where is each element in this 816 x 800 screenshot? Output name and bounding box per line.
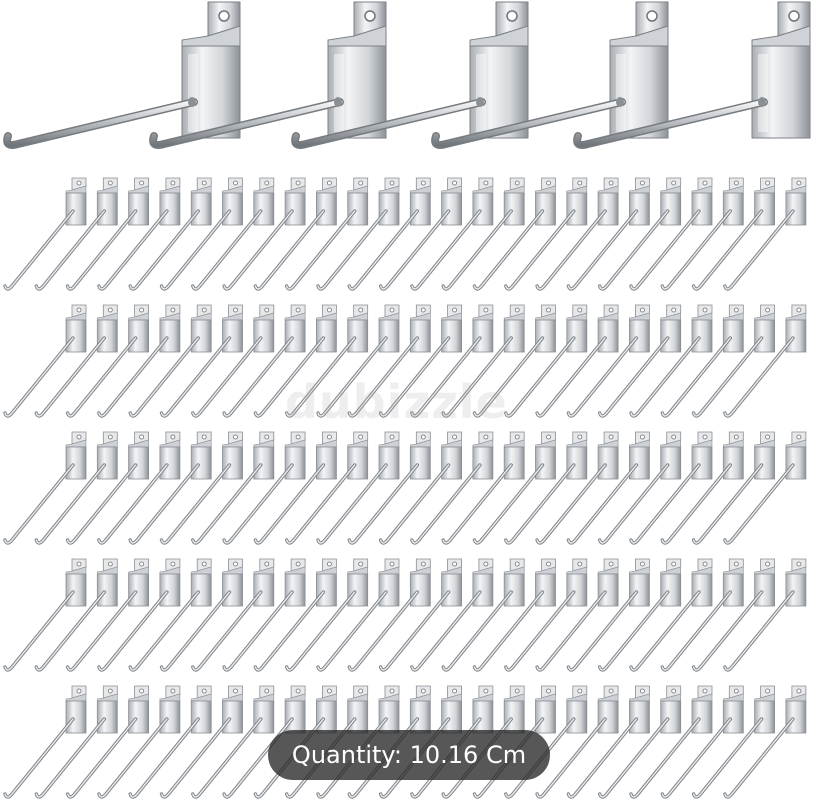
quantity-label: Quantity: 10.16 Cm: [268, 730, 550, 780]
large-hook: [7, 2, 240, 145]
watermark: dubizzle: [285, 375, 508, 429]
small-hook: [3, 176, 88, 291]
large-hook-row: [7, 2, 810, 145]
small-hook: [3, 303, 88, 418]
small-hook: [3, 684, 88, 799]
small-hook-grid: [3, 176, 808, 799]
small-hook: [3, 557, 88, 672]
small-hook: [3, 430, 88, 545]
